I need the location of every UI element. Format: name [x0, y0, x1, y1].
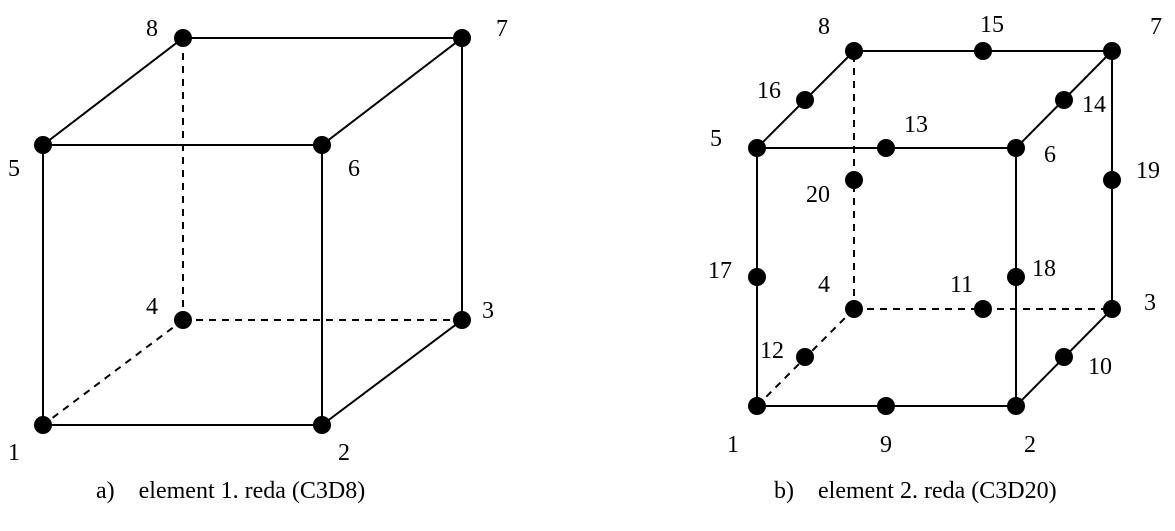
node-17: [748, 268, 766, 286]
node-label-3: 3: [1144, 290, 1156, 316]
node-6: [313, 136, 331, 154]
node-7: [453, 29, 471, 47]
caption-b-tag: b): [774, 478, 794, 504]
node-label-2: 2: [338, 440, 350, 466]
cube-c3d8: 1 2 3 4 5 6 7 8: [8, 16, 508, 466]
right-face-edges: [321, 38, 463, 426]
node-label-6: 6: [1044, 142, 1056, 168]
node-19: [1103, 171, 1121, 189]
node-2: [1007, 397, 1025, 415]
node-label-14: 14: [1082, 92, 1106, 118]
node-label-1: 1: [8, 440, 20, 466]
node-15: [974, 42, 992, 60]
node-label-13: 13: [904, 112, 928, 138]
hidden-edge-4-1: [42, 319, 184, 426]
node-label-5: 5: [8, 156, 20, 182]
node-label-18: 18: [1032, 256, 1056, 282]
node-12: [796, 348, 814, 366]
node-16: [796, 91, 814, 109]
node-label-10: 10: [1088, 354, 1112, 380]
caption-b: b) element 2. reda (C3D20): [774, 478, 1057, 505]
node-4: [174, 311, 192, 329]
node-label-12: 12: [760, 338, 784, 364]
node-label-2: 2: [1024, 432, 1036, 458]
node-8: [174, 29, 192, 47]
node-label-8: 8: [146, 16, 158, 42]
node-7: [1103, 42, 1121, 60]
node-18: [1007, 268, 1025, 286]
caption-a: a) element 1. reda (C3D8): [96, 478, 365, 505]
node-2: [313, 416, 331, 434]
caption-a-tag: a): [96, 478, 115, 504]
node-label-4: 4: [146, 294, 158, 320]
caption-b-text: element 2. reda (C3D20): [818, 478, 1057, 504]
node-label-9: 9: [880, 432, 892, 458]
node-8: [845, 42, 863, 60]
cube-c3d20: 1 2 3 4 5 6 7 8 9 10 11 12 13 14 15 16 1…: [708, 12, 1162, 458]
top-face-edges: [42, 37, 465, 146]
node-1: [34, 416, 52, 434]
node-10: [1055, 348, 1073, 366]
node-label-20: 20: [806, 182, 830, 208]
node-11: [974, 300, 992, 318]
node-label-7: 7: [496, 16, 508, 42]
node-6: [1007, 139, 1025, 157]
node-label-8: 8: [818, 14, 830, 40]
node-label-1: 1: [727, 432, 739, 458]
node-label-16: 16: [757, 78, 781, 104]
node-label-11: 11: [950, 272, 973, 298]
node-20: [845, 171, 863, 189]
node-14: [1055, 91, 1073, 109]
node-13: [877, 139, 895, 157]
node-label-19: 19: [1136, 158, 1160, 184]
node-1: [748, 397, 766, 415]
node-4: [845, 300, 863, 318]
node-3: [453, 311, 471, 329]
node-5: [34, 136, 52, 154]
node-label-4: 4: [818, 272, 830, 298]
node-9: [877, 397, 895, 415]
node-5: [748, 139, 766, 157]
node-label-3: 3: [482, 298, 494, 324]
node-3: [1103, 300, 1121, 318]
node-label-7: 7: [1150, 14, 1162, 40]
node-label-5: 5: [710, 126, 722, 152]
node-label-17: 17: [708, 258, 732, 284]
node-label-15: 15: [980, 12, 1004, 38]
caption-a-text: element 1. reda (C3D8): [138, 478, 366, 504]
node-label-6: 6: [348, 156, 360, 182]
